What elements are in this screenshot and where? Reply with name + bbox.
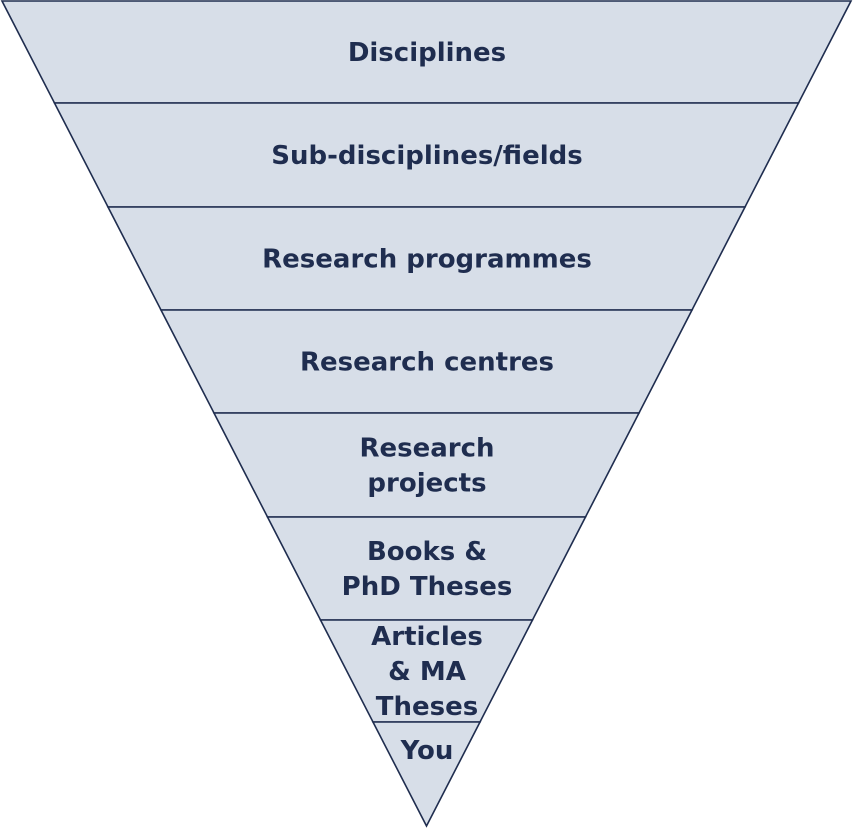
band-label-7-line-3: Theses bbox=[376, 692, 478, 722]
band-label-5-line-2: projects bbox=[367, 469, 486, 499]
band-label-3-line-1: Research programmes bbox=[262, 245, 592, 275]
band-label-6-line-1: Books & bbox=[367, 537, 487, 567]
band-label-1-line-1: Disciplines bbox=[348, 38, 506, 68]
band-label-7-line-2: & MA bbox=[388, 657, 466, 687]
band-label-6-line-2: PhD Theses bbox=[342, 572, 513, 602]
band-label-5-line-1: Research bbox=[359, 434, 494, 464]
band-label-2-line-1: Sub-disciplines/fields bbox=[271, 141, 582, 171]
pyramid-band-6 bbox=[266, 516, 587, 621]
pyramid-band-8 bbox=[371, 721, 482, 828]
band-label-8-line-1: You bbox=[400, 736, 454, 766]
band-label-7-line-1: Articles bbox=[371, 622, 483, 652]
band-label-4-line-1: Research centres bbox=[300, 348, 554, 378]
pyramid-band-5 bbox=[212, 412, 641, 518]
